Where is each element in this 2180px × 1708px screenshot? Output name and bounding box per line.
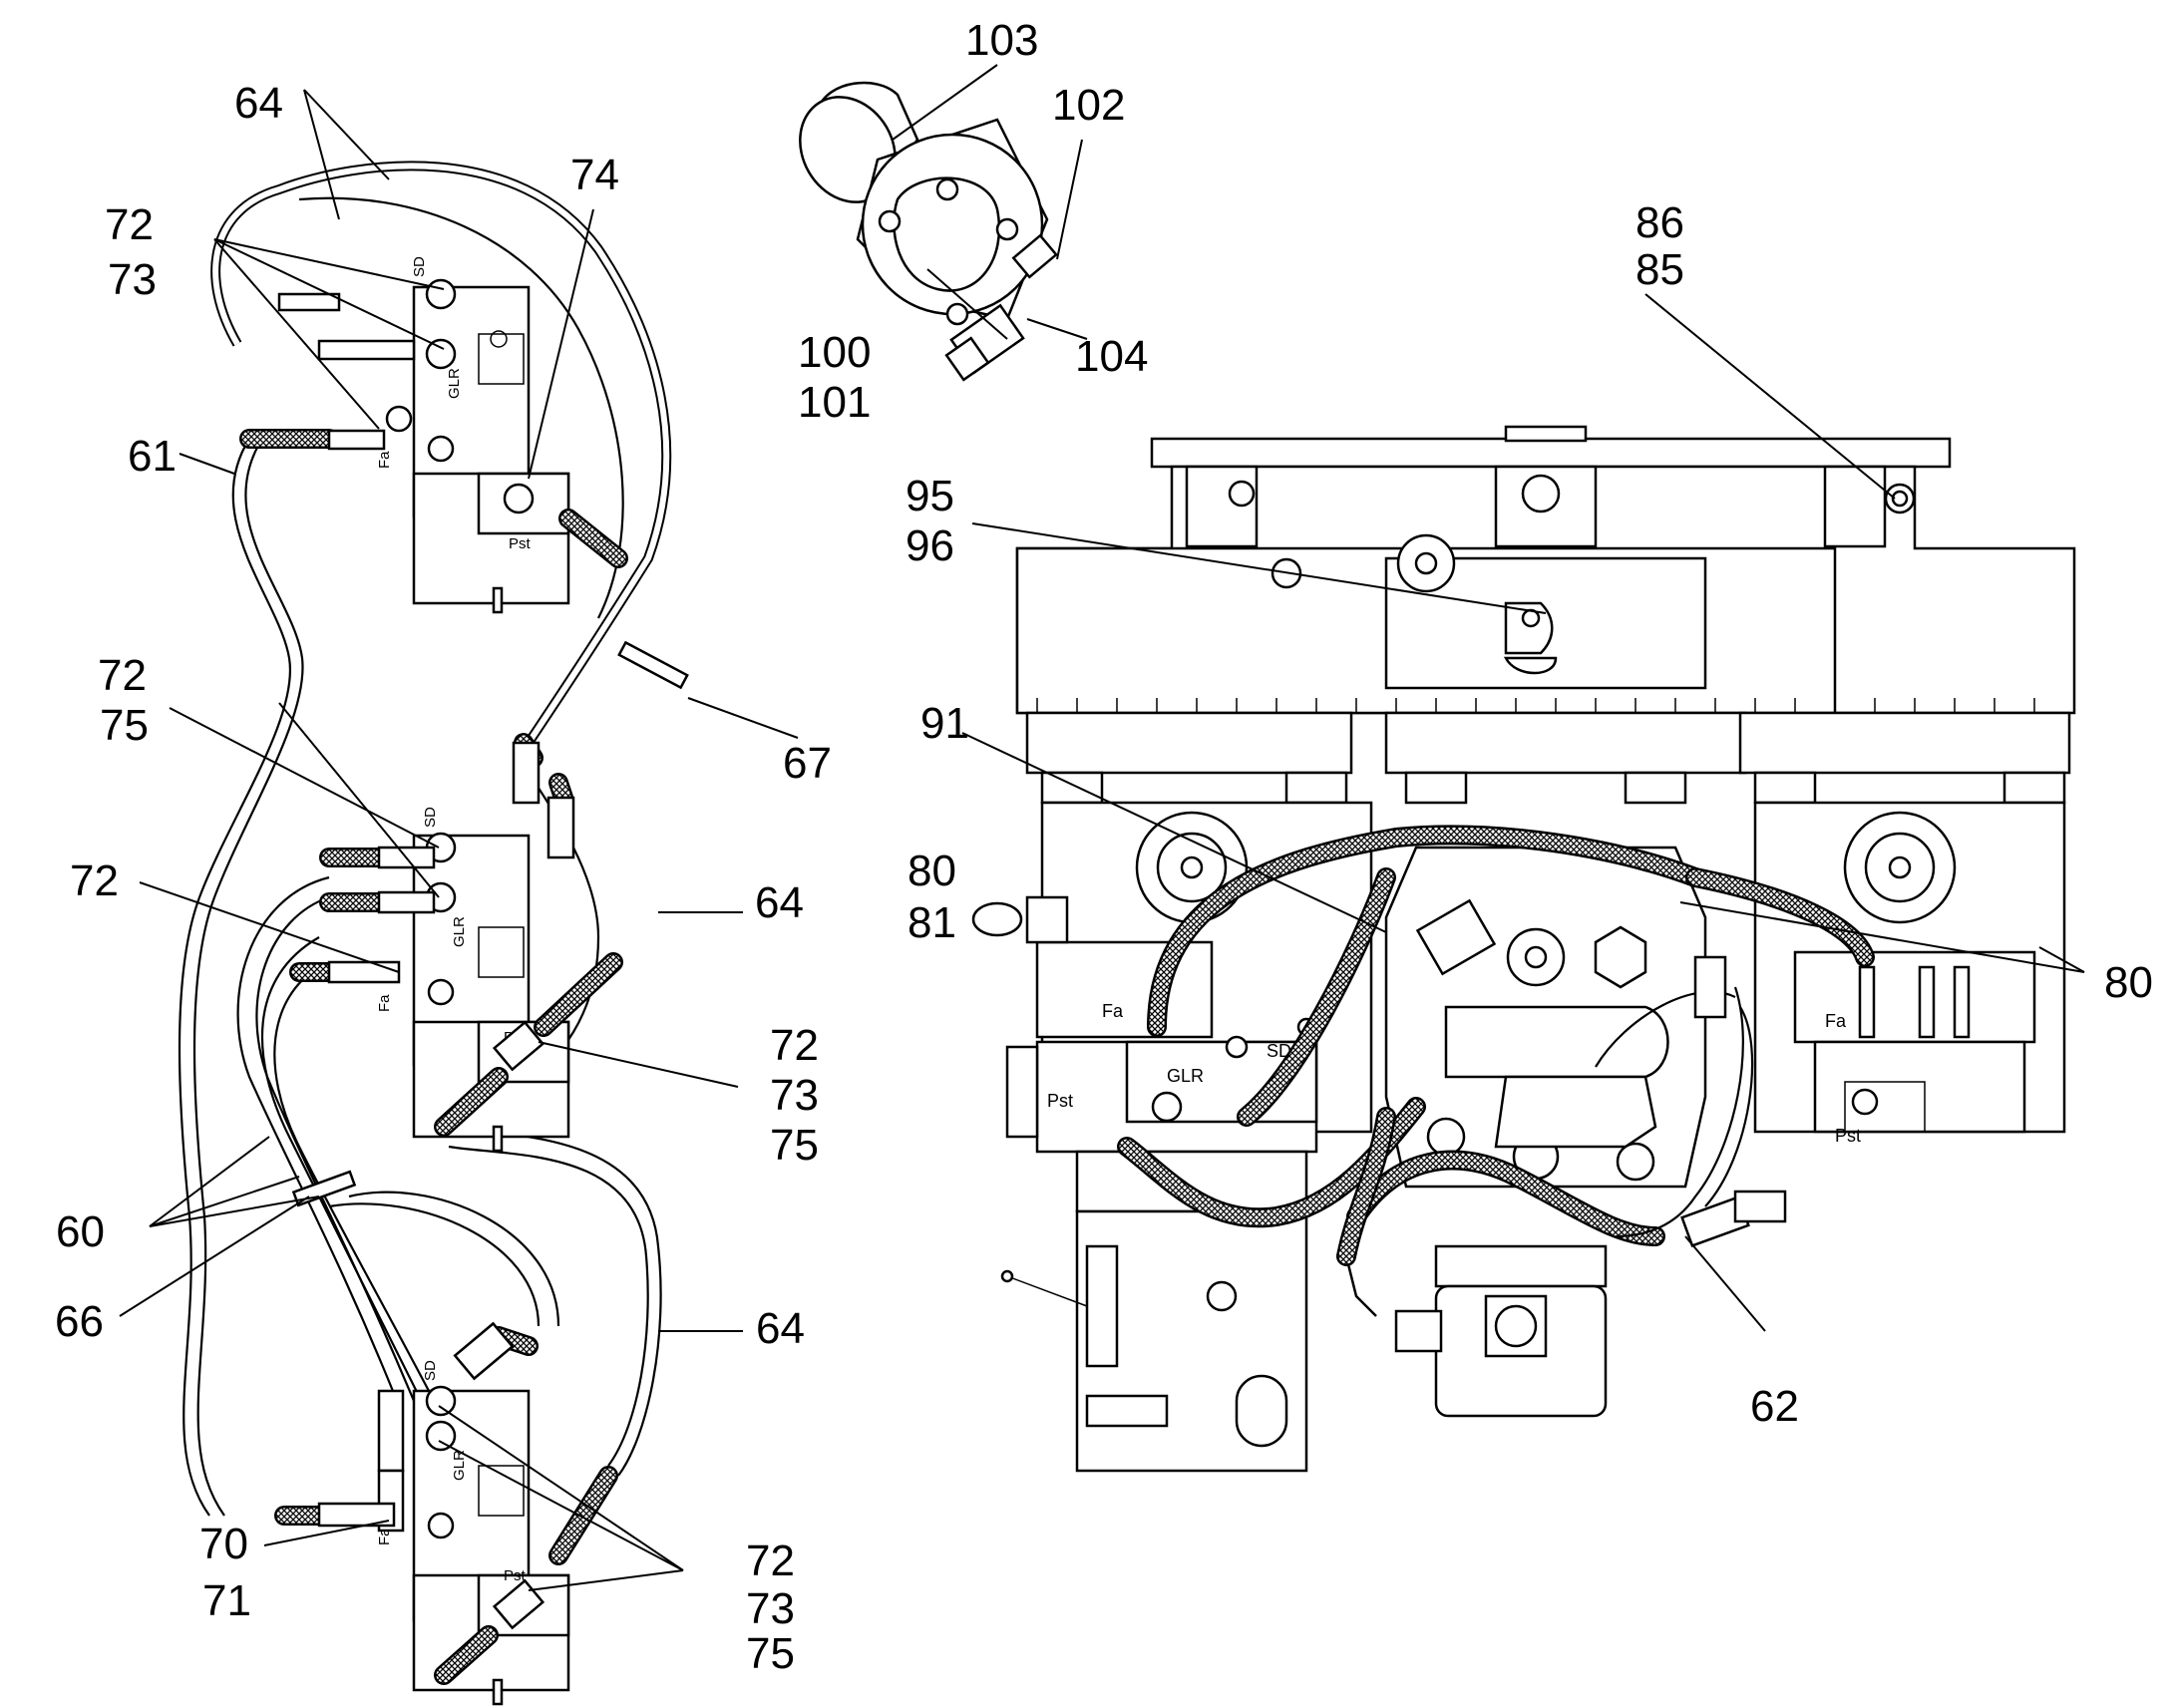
leader-91 [961,732,1387,933]
hose-60 [236,875,401,1407]
svg-text:Fa: Fa [376,451,393,469]
label-73-top: 73 [108,255,157,304]
svg-text:SD: SD [422,807,439,828]
leader-80b [2038,946,2085,973]
label-95: 95 [906,472,954,520]
leader-80a [1679,901,2085,973]
valve-block-middle: SD GLR Fa Pst [289,733,623,1153]
valve-block-bottom: SD GLR Fa Pst [274,1321,618,1706]
label-64-bottom: 64 [756,1304,805,1353]
label-75-second: 75 [100,701,149,750]
label-75-bottom: 75 [746,1629,795,1678]
callout-labels: 64 72 73 74 61 72 75 67 72 64 72 73 75 6… [55,16,2153,1678]
label-70: 70 [199,1520,248,1568]
leader-95 [971,522,1547,614]
braided-hoses [1117,825,1875,1266]
leader-86 [1644,293,1896,500]
svg-text:GLR: GLR [451,916,468,947]
label-72-third: 72 [70,856,119,905]
label-102: 102 [1052,81,1125,130]
label-73-bottom: 73 [746,1584,795,1633]
label-66: 66 [55,1297,104,1346]
valve-block-top: SD GLR Fa Pst [239,256,628,614]
label-71: 71 [202,1576,251,1625]
svg-text:Pst: Pst [504,1567,527,1584]
label-103: 103 [965,16,1038,65]
svg-text:Pst: Pst [1047,1091,1073,1111]
svg-text:SD: SD [1267,1041,1291,1061]
label-81: 81 [908,898,956,947]
label-80-left: 80 [908,847,956,895]
label-64-middle: 64 [755,878,804,927]
clamp-67 [617,640,689,690]
label-60: 60 [56,1207,105,1256]
label-73-fourth: 73 [770,1071,819,1120]
label-96: 96 [906,521,954,570]
left-leaders [119,89,799,1591]
label-72-second: 72 [98,651,147,700]
label-72-top: 72 [105,200,154,249]
label-67: 67 [783,739,832,788]
svg-text:Fa: Fa [376,1528,393,1545]
svg-text:SD: SD [411,256,428,277]
svg-text:GLR: GLR [451,1450,468,1481]
label-62: 62 [1750,1382,1799,1431]
label-100: 100 [798,328,871,377]
label-75-fourth: 75 [770,1121,819,1170]
svg-text:Fa: Fa [1825,1011,1847,1031]
label-64-top: 64 [234,79,283,128]
label-61: 61 [128,432,177,481]
leader-62 [1684,1235,1766,1332]
svg-text:Pst: Pst [1835,1126,1861,1146]
label-72-bottom: 72 [746,1537,795,1585]
svg-text:GLR: GLR [446,368,463,399]
pump-valve-right: Fa Pst [1793,950,2036,1146]
cooling-ribs [1036,698,2035,714]
label-72-fourth: 72 [770,1021,819,1070]
motor-detail [799,64,1088,382]
label-80-right: 80 [2104,958,2153,1007]
label-74: 74 [570,151,619,199]
label-86: 86 [1635,198,1684,247]
svg-text:Fa: Fa [1102,1001,1124,1021]
label-91: 91 [920,699,969,748]
label-101: 101 [798,378,871,427]
label-85: 85 [1635,245,1684,294]
svg-text:Pst: Pst [509,535,532,552]
pump-assembly: Fa GLR SD Pst Fa Pst [961,293,2085,1473]
hose-61 [178,438,292,1517]
label-104: 104 [1075,332,1148,381]
svg-text:Fa: Fa [376,994,393,1012]
svg-text:GLR: GLR [1167,1066,1204,1086]
svg-text:SD: SD [422,1360,439,1381]
valve-hose-assembly: SD GLR Fa Pst SD GLR Fa Pst [119,89,799,1706]
